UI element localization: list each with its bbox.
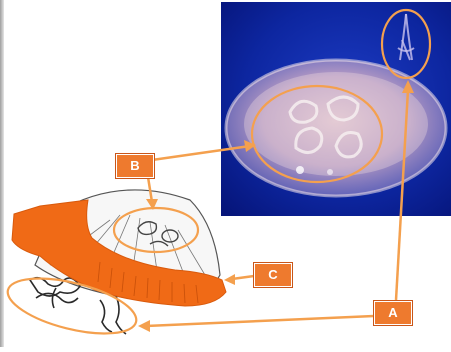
arrow-a-to-sketch [146,316,374,326]
jellyfish-sketch [12,190,226,334]
label-b: B [116,154,154,178]
arrow-c-to-margin [232,276,254,279]
moon-jellyfish-photo [221,2,451,216]
left-edge-strip [0,0,4,347]
label-c: C [254,263,292,287]
label-a: A [374,301,412,325]
